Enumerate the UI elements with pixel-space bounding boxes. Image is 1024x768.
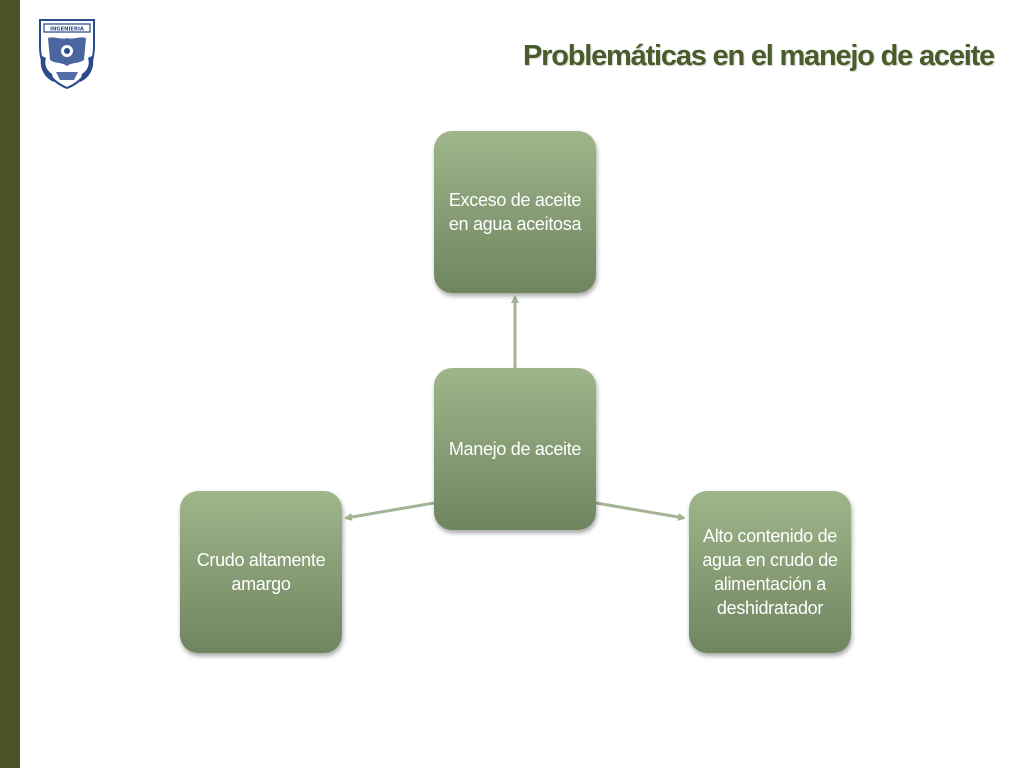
node-label: Alto contenido de agua en crudo de alime… [702, 526, 838, 618]
slide-title: Problemáticas en el manejo de aceite [523, 40, 995, 72]
node-crudo-altamente-amargo: Crudo altamente amargo [180, 491, 342, 653]
connector-to-left [344, 501, 435, 521]
node-label: Exceso de aceite en agua aceitosa [448, 190, 582, 234]
connector-to-right [595, 501, 686, 521]
node-exceso-de-aceite: Exceso de aceite en agua aceitosa [434, 131, 596, 293]
node-manejo-de-aceite: Manejo de aceite [434, 368, 596, 530]
node-alto-contenido-de-agua: Alto contenido de agua en crudo de alime… [689, 491, 851, 653]
left-accent-bar [0, 0, 20, 768]
node-label: Crudo altamente amargo [196, 550, 326, 594]
node-label: Manejo de aceite [448, 439, 582, 459]
svg-text:INGENIERIA: INGENIERIA [50, 27, 84, 33]
unam-engineering-logo-icon: INGENIERIA [39, 19, 95, 90]
